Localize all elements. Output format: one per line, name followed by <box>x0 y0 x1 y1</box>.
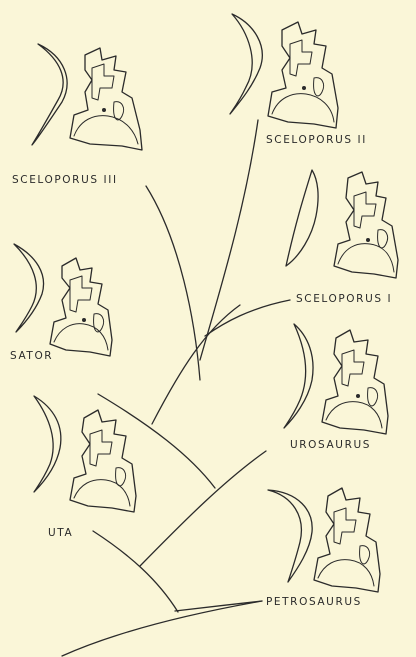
branch-sceloporus-iii <box>146 186 200 380</box>
label-sceloporus-iii: SCELOPORUS III <box>12 174 118 186</box>
label-sceloporus-ii: SCELOPORUS II <box>266 134 367 146</box>
specimen-urosaurus <box>284 324 388 434</box>
label-sator: SATOR <box>10 350 53 362</box>
label-petrosaurus: PETROSAURUS <box>266 596 362 608</box>
specimen-sator <box>14 244 112 356</box>
branch-urosaurus <box>140 451 266 566</box>
specimen-sceloporus-i <box>286 170 398 278</box>
label-urosaurus: UROSAURUS <box>290 439 371 451</box>
tree-branches <box>62 120 290 656</box>
specimen-uta <box>34 396 136 512</box>
label-uta: UTA <box>48 527 73 539</box>
specimen-sceloporus-iii <box>32 44 142 150</box>
branch-sceloporus-i <box>205 300 290 336</box>
specimen-sceloporus-ii <box>230 14 338 128</box>
label-sceloporus-i: SCELOPORUS I <box>296 293 392 305</box>
branch-sceloporus-ii <box>200 120 258 360</box>
branch-uta <box>93 531 178 612</box>
branch-trunk <box>62 601 262 656</box>
specimen-petrosaurus <box>268 488 380 592</box>
